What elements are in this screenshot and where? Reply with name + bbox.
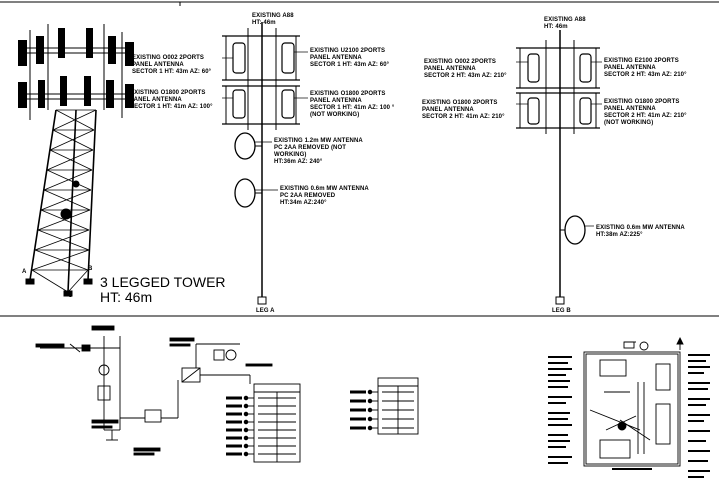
feeder-tag <box>350 417 366 421</box>
leg-b-antenna-2-label: EXISTING E2100 2PORTS PANEL ANTENNA SECT… <box>604 58 687 78</box>
leg-a-bottom-label: LEG A <box>256 308 275 314</box>
feeder-tag <box>226 420 242 424</box>
distribution-board-1 <box>226 383 301 463</box>
leg-b-leaders <box>516 61 602 227</box>
leg-a-antenna-1-label: EXISTING O002 2PORTS PANEL ANTENNA SECTO… <box>132 55 212 75</box>
terminal-dot <box>367 425 373 431</box>
feeder-tag <box>350 399 366 403</box>
feeder-tag <box>350 426 366 430</box>
leg-a-dish-1-label: EXISTING 1.2m MW ANTENNA PC 2AA REMOVED … <box>274 138 363 165</box>
feeder-tag <box>350 408 366 412</box>
feeder-tag <box>226 404 242 408</box>
terminal-dot <box>243 443 249 449</box>
terminal-dot <box>243 451 249 457</box>
single-line-diagram <box>35 325 273 456</box>
terminal-dot <box>243 403 249 409</box>
feeder-tag <box>226 396 242 400</box>
site-plan-annotations <box>548 354 710 478</box>
leg-b-antenna-4-label: EXISTING O1800 2PORTS PANEL ANTENNA SECT… <box>604 99 687 126</box>
leg-b-antenna-1-label: EXISTING O002 2PORTS PANEL ANTENNA SECTO… <box>424 59 507 79</box>
leg-a-antenna-3-label: EXISTING O1800 2PORTS PANEL ANTENNA SECT… <box>130 90 213 110</box>
terminal-dot <box>243 395 249 401</box>
terminal-dot <box>367 407 373 413</box>
lattice-tower <box>18 24 134 297</box>
tower-leg-c-marker: C <box>68 293 73 299</box>
distribution-board-2 <box>350 377 419 435</box>
terminal-dot <box>243 411 249 417</box>
feeder-tag <box>226 452 242 456</box>
feeder-tag <box>226 412 242 416</box>
frame-lines <box>0 1 719 317</box>
tower-leg-a-marker: A <box>22 269 27 275</box>
leg-b-bottom-label: LEG B <box>552 308 571 314</box>
leg-a-leaders <box>222 51 308 191</box>
terminal-dot <box>367 398 373 404</box>
tower-leg-b-marker: B <box>88 266 93 272</box>
feeder-tag <box>226 436 242 440</box>
feeder-tag <box>350 390 366 394</box>
terminal-dot <box>367 389 373 395</box>
tower-height: HT: 46m <box>100 289 153 305</box>
leg-a-pole <box>222 22 300 305</box>
tower-title: 3 LEGGED TOWER <box>100 274 226 290</box>
leg-a-antenna-2-label: EXISTING U2100 2PORTS PANEL ANTENNA SECT… <box>310 48 390 68</box>
terminal-dot <box>243 427 249 433</box>
leg-b-dish-1-label: EXISTING 0.6m MW ANTENNA HT:38m AZ:225° <box>596 225 685 238</box>
feeder-tag <box>226 444 242 448</box>
leg-a-antenna-4-label: EXISTING O1800 2PORTS PANEL ANTENNA SECT… <box>310 91 395 118</box>
leg-b-antenna-3-label: EXISTING O1800 2PORTS PANEL ANTENNA SECT… <box>422 100 505 120</box>
site-layout-plan <box>583 336 684 467</box>
leg-a-dish-2-label: EXISTING 0.6m MW ANTENNA PC 2AA REMOVED … <box>280 186 369 206</box>
terminal-dot <box>243 419 249 425</box>
leg-b-pole <box>516 30 600 305</box>
terminal-dot <box>243 435 249 441</box>
feeder-tag <box>226 428 242 432</box>
terminal-dot <box>367 416 373 422</box>
leg-a-top-label: EXISTING A88 HT: 46m <box>252 13 294 26</box>
leg-b-top-label: EXISTING A88 HT: 46m <box>544 17 586 30</box>
